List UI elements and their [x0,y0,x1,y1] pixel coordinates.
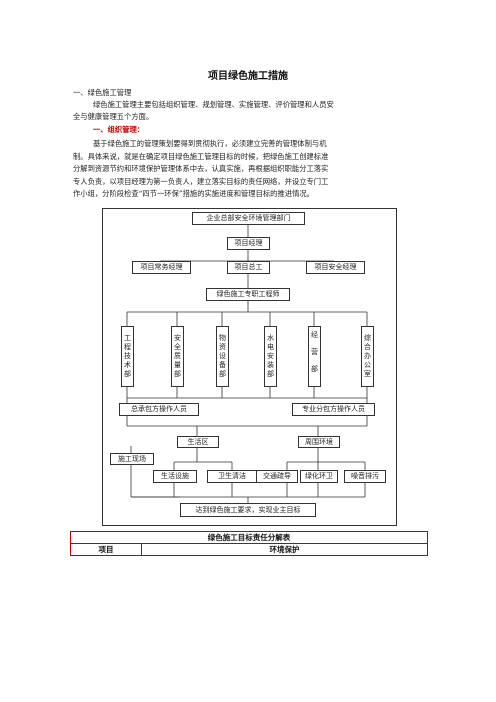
surroundings-box: 周围环境 [298,436,340,448]
table-title: 绿色施工目标责任分解表 [70,531,428,544]
paragraph-line: 分解到资源节约和环境保护管理体系中去，认真实施，再根据组织职能分工落实 [73,164,329,174]
paragraph-line: 制。具体来说，就是在确定项目绿色施工管理目标的时候，把绿色施工创建标准 [73,151,329,161]
paragraph-line: 作小组，分阶段检查“四节一环保”措施的实施进度和管理目标的推进情况。 [73,189,314,199]
operators-box: 专业分包方操作人员 [292,403,375,416]
section-paragraph-line: 全与健康管理五个方面。 [73,112,154,121]
department-box: 安全质量部 [171,326,184,387]
department-box: 工程技术部 [121,326,134,387]
body-paragraph: 基于绿色施工的管理策划要得到贯彻执行，必须建立完善的管理体制与机 制。具体来说，… [73,138,433,201]
table-header-item: 项目 [70,543,142,556]
department-box: 综合办公室 [361,326,374,387]
measure-item-box: 绿化环卫 [300,470,338,483]
department-box: 物资设备部 [216,326,229,387]
measure-item-box: 卫生清洁 [207,470,257,483]
org-top-box: 企业总部安全环境管理部门 [192,212,305,225]
org-level2-box: 项目总工 [227,261,270,274]
responsibility-table: 绿色施工目标责任分解表 项目 环境保护 [70,531,428,556]
org-chart-frame [102,208,397,526]
measure-item-box: 生活设施 [153,470,197,483]
page-title: 项目绿色施工措施 [208,71,288,82]
goal-box: 达到绿色施工要求，实现业主目标 [180,503,316,517]
table-header-env: 环境保护 [141,543,428,556]
org-level2-box: 项目安全经理 [306,261,365,274]
paragraph-line: 专人负责，以项目经理为第一负责人，建立落实目标的责任网络，并设立专门工 [73,176,329,186]
subheading: 一、组织管理： [93,125,145,134]
section-heading: 一、绿色施工管理 [73,88,132,97]
section-paragraph-line: 绿色施工管理主要包括组织管理、规划管理、实施管理、评价管理和人员安 [93,100,334,109]
org-manager-box: 项目经理 [227,237,270,250]
department-box: 经营部 [308,326,321,387]
measure-item-box: 交通疏导 [256,470,298,483]
site-box: 施工现场 [110,453,154,465]
department-box: 水电安装部 [264,326,277,387]
measure-item-box: 噪音排污 [344,470,386,483]
operators-box: 总承包方操作人员 [119,403,199,416]
paragraph-line: 基于绿色施工的管理策划要得到贯彻执行，必须建立完善的管理体制与机 [93,139,327,148]
org-level2-box: 项目常务经理 [132,261,191,274]
org-engineer-box: 绿色施工专职工程师 [206,288,290,301]
living-area-box: 生活区 [177,436,219,448]
